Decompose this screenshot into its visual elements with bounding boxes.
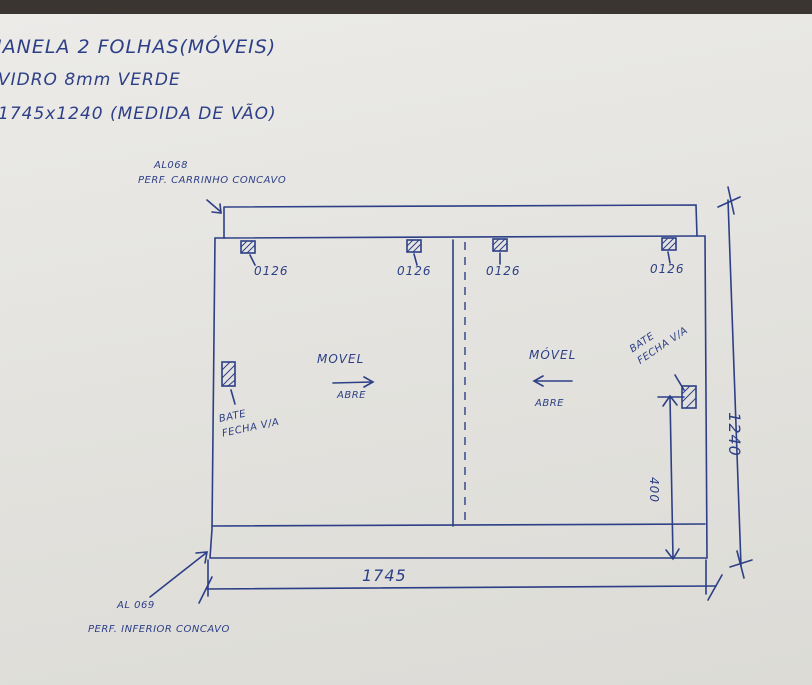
- leader-top-profile: [206, 199, 222, 214]
- leader-bottom-profile: [149, 551, 208, 598]
- glass-spec: VIDRO 8mm VERDE: [0, 70, 181, 90]
- width-dimension: [198, 559, 723, 604]
- outer-frame: [209, 204, 708, 559]
- width-dimension-text: 1745: [362, 566, 407, 585]
- top-profile-label: PERF. CARRINHO CONCAVO: [138, 175, 287, 186]
- height-dimension-text: 1240: [724, 412, 744, 457]
- left-panel-action: ABRE: [337, 390, 366, 401]
- top-profile-line: [223, 235, 698, 239]
- right-panel-label: MÓVEL: [529, 348, 577, 362]
- roller-label-4: 0126: [650, 262, 685, 276]
- roller-marks: [240, 237, 677, 254]
- roller-label-2: 0126: [397, 264, 432, 278]
- bottom-profile-label: PERF. INFERIOR CONCAVO: [88, 624, 230, 635]
- height-dimension: [717, 186, 753, 579]
- bottom-profile-line: [211, 523, 706, 527]
- lock-height-text: 400: [646, 477, 661, 503]
- lock-marks: [221, 361, 697, 409]
- lock-height-dimension: [657, 394, 685, 561]
- paper-sheet: [0, 14, 812, 685]
- opening-size: 1745x1240 (MEDIDA DE VÃO): [0, 104, 277, 124]
- roller-arrows: [249, 251, 671, 266]
- open-arrow-right-panel: [532, 375, 573, 387]
- left-panel-label: MOVEL: [317, 352, 365, 366]
- right-panel-action: ABRE: [535, 398, 564, 409]
- top-profile-code: AL068: [154, 160, 188, 171]
- open-arrow-left-panel: [332, 376, 375, 388]
- bottom-profile-code: AL 069: [117, 600, 155, 611]
- roller-label-1: 0126: [254, 264, 289, 278]
- window-title: JANELA 2 FOLHAS(MÓVEIS): [0, 36, 277, 58]
- roller-label-3: 0126: [486, 264, 521, 278]
